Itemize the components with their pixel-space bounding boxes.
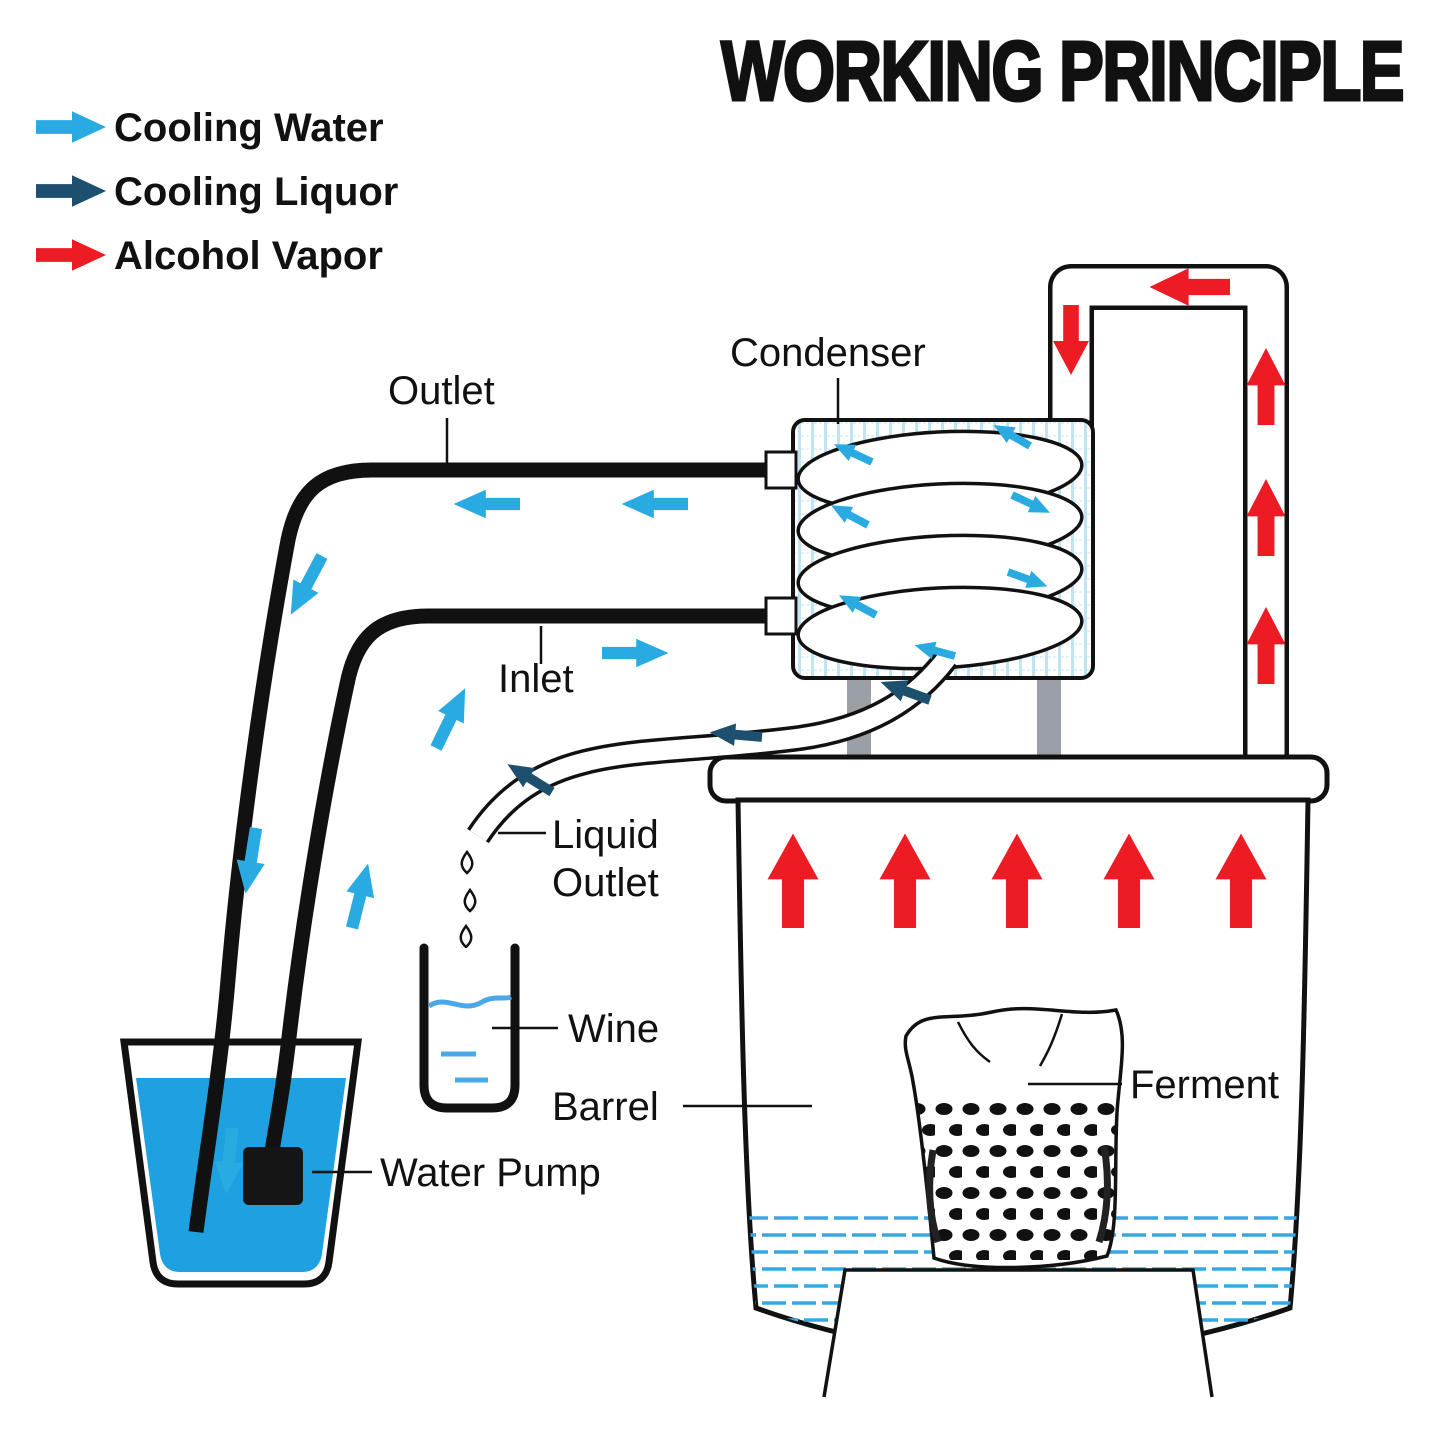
inlet-hose: [264, 608, 788, 1153]
pointer-lines: [312, 378, 1122, 1174]
barrel-lid: [707, 754, 1330, 804]
drip: [463, 887, 477, 913]
ferment-beans: [908, 1096, 1122, 1260]
bag-shade-right: [1095, 1145, 1111, 1244]
water-pump-label: Water Pump: [380, 1151, 601, 1195]
barrel-label: Barrel: [552, 1085, 659, 1129]
bag-crease: [956, 1021, 991, 1064]
outlet-stub: [764, 450, 798, 490]
wine-drips: [459, 849, 477, 949]
bucket-water: [136, 1078, 346, 1272]
cooling-water-arrow-icon: [338, 860, 382, 932]
cooling-water-arrow-icon: [36, 111, 106, 143]
condenser-leg-right: [1037, 670, 1061, 765]
cooling-water-arrow-icon: [423, 681, 478, 755]
inlet-stub: [764, 596, 798, 636]
title-group: WORKING PRINCIPLE: [720, 24, 1406, 121]
page-title: WORKING PRINCIPLE: [721, 25, 1403, 119]
ferment-bag: [903, 1006, 1125, 1270]
pedestal: [822, 1268, 1214, 1398]
ferment-label: Ferment: [1130, 1063, 1279, 1107]
alcohol-vapor-arrow-icon: [36, 239, 106, 271]
wine-glass: [419, 943, 520, 1113]
condenser-label: Condenser: [730, 331, 926, 375]
bag-shade-left: [926, 1149, 942, 1244]
liquid-outlet-label-line2: Outlet: [552, 861, 659, 905]
barrel: [707, 754, 1330, 1398]
wine-level-line: [427, 994, 513, 1009]
cooling-water-arrow-icon: [453, 489, 520, 519]
drip: [459, 923, 473, 949]
condenser: [791, 418, 1095, 680]
liquid-outlet-label-line1: Liquid: [552, 813, 659, 857]
water-bucket: [120, 1038, 362, 1288]
legend: Cooling Water Cooling Liquor Alcohol Vap…: [36, 106, 398, 278]
legend-cooling-liquor-label: Cooling Liquor: [114, 170, 398, 214]
water-pump: [243, 1147, 303, 1205]
legend-alcohol-vapor-label: Alcohol Vapor: [114, 234, 383, 278]
outlet-hose: [188, 462, 788, 1233]
bag-crease: [1038, 1013, 1064, 1067]
cooling-liquor-arrow-icon: [36, 175, 106, 207]
condenser-coil: [796, 429, 1084, 671]
vapor-pipe: [1048, 264, 1289, 795]
wine-label: Wine: [568, 1007, 659, 1051]
cooling-water-arrow-icon: [621, 489, 688, 519]
cooling-water-arrow-icon: [602, 638, 669, 668]
inlet-label: Inlet: [498, 657, 574, 701]
outlet-label: Outlet: [388, 369, 495, 413]
legend-cooling-water-label: Cooling Water: [114, 106, 384, 150]
drip: [460, 849, 474, 875]
